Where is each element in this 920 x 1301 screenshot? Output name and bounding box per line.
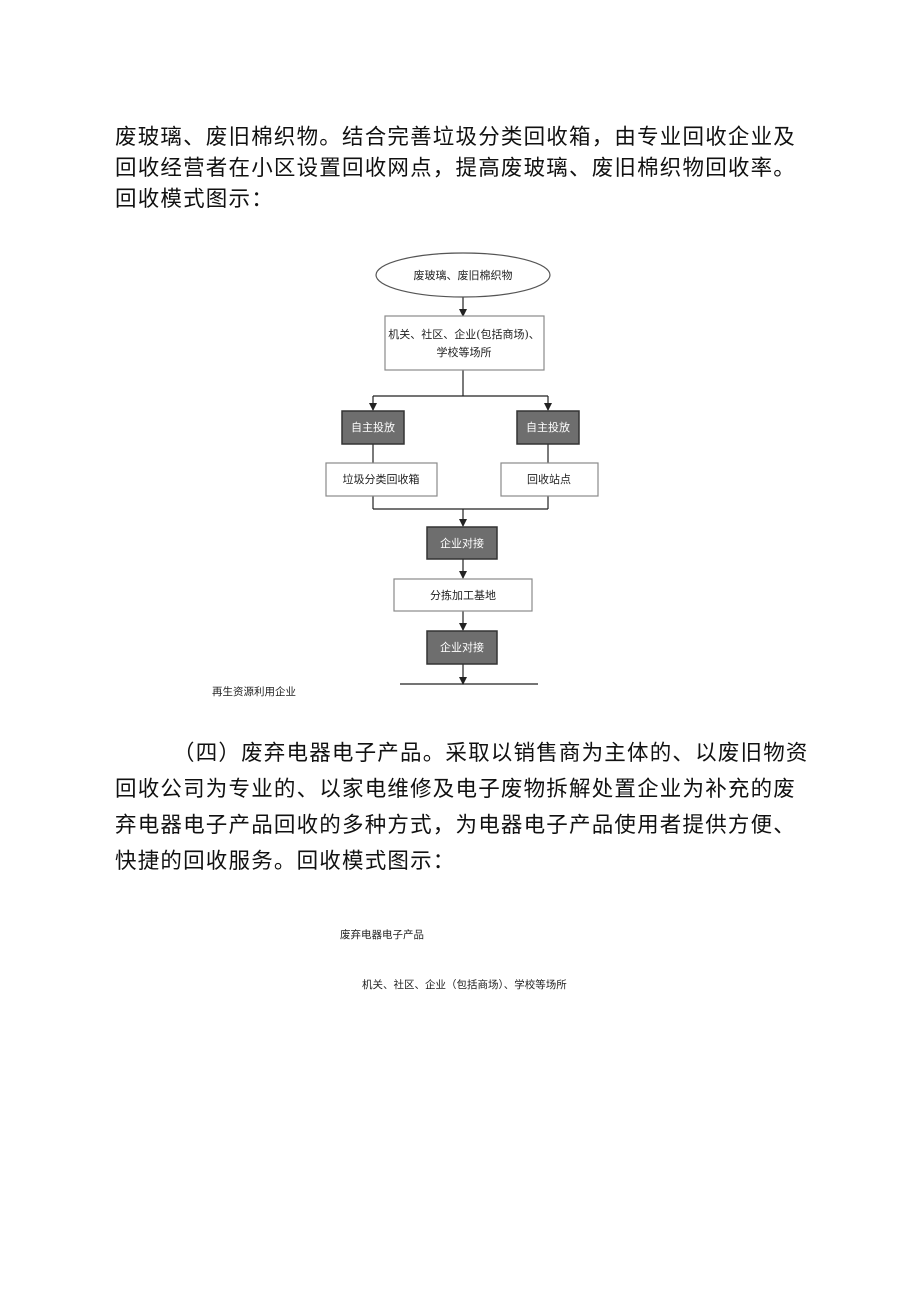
paragraph-electronics: （四）废弃电器电子产品。采取以销售商为主体的、以废旧物资回收公司为专业的、以家电… bbox=[115, 741, 809, 874]
node-self-drop-right: 自主投放 bbox=[516, 410, 580, 445]
node-sources-line1: 机关、社区、企业(包括商场)、 bbox=[388, 327, 540, 341]
node-enterprise-dock-2-label: 企业对接 bbox=[440, 640, 484, 654]
node-end-label: 再生资源利用企业 bbox=[212, 686, 296, 698]
node-self-drop-left: 自主投放 bbox=[341, 410, 405, 445]
node-sources-line2: 学校等场所 bbox=[437, 345, 492, 359]
node-start-label: 废玻璃、废旧棉织物 bbox=[414, 268, 513, 282]
flow2-title: 废弃电器电子产品 bbox=[340, 929, 424, 941]
node-start: 废玻璃、废旧棉织物 bbox=[375, 252, 551, 298]
node-sorting-bin: 垃圾分类回收箱 bbox=[325, 462, 438, 497]
flow-connectors bbox=[369, 297, 552, 685]
node-recycling-station-label: 回收站点 bbox=[527, 472, 571, 486]
node-recycling-station: 回收站点 bbox=[500, 462, 599, 497]
node-sorting-base: 分拣加工基地 bbox=[393, 578, 533, 612]
flow2-sources: 机关、社区、企业（包括商场）、学校等场所 bbox=[362, 979, 567, 991]
node-sources: 机关、社区、企业(包括商场)、 学校等场所 bbox=[384, 315, 545, 371]
node-sorting-base-label: 分拣加工基地 bbox=[430, 588, 496, 602]
node-enterprise-dock-1: 企业对接 bbox=[426, 526, 498, 560]
node-enterprise-dock-1-label: 企业对接 bbox=[440, 536, 484, 550]
node-self-drop-right-label: 自主投放 bbox=[526, 420, 570, 434]
node-self-drop-left-label: 自主投放 bbox=[351, 420, 395, 434]
node-enterprise-dock-2: 企业对接 bbox=[426, 630, 498, 665]
node-sorting-bin-label: 垃圾分类回收箱 bbox=[343, 472, 420, 486]
paragraph-glass-textiles: 废玻璃、废旧棉织物。结合完善垃圾分类回收箱，由专业回收企业及回收经营者在小区设置… bbox=[115, 125, 797, 212]
